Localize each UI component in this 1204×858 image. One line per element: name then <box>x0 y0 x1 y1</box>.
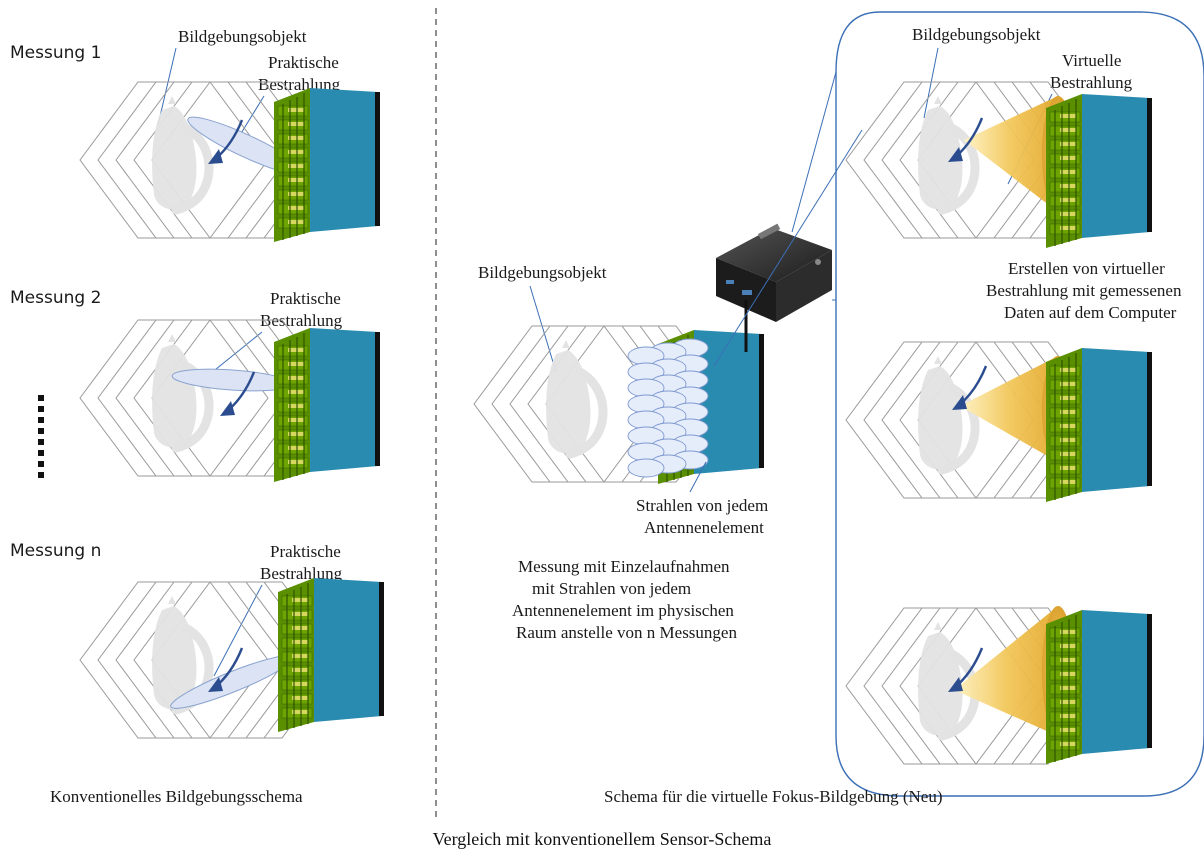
computer-to-box-line <box>713 129 863 367</box>
left-panel-caption: Konventionelles Bildgebungsschema <box>50 787 303 806</box>
virtual-irradiation-box <box>835 11 1204 797</box>
measurement-2-label: Messung 2 <box>10 288 101 308</box>
virtual-beam-cone <box>960 356 1058 462</box>
measurement-1-label: Messung 1 <box>10 43 101 63</box>
create-line-1: Erstellen von virtueller <box>1008 259 1165 278</box>
box-object-label: Bildgebungsobjekt <box>912 25 1041 44</box>
virtual-beam-cone <box>964 96 1058 212</box>
antenna-array <box>277 577 385 733</box>
virtual-label-line2: Bestrahlung <box>1050 73 1133 92</box>
antenna-array <box>273 87 381 243</box>
object-leader-line <box>923 47 939 119</box>
virtual-label-line1: Virtuelle <box>1062 51 1121 70</box>
desc-line-2: mit Strahlen von jedem <box>532 579 691 598</box>
create-line-3: Daten auf dem Computer <box>1004 303 1177 322</box>
element-beams <box>627 338 709 478</box>
irradiation-n-line1: Praktische <box>270 542 341 561</box>
ellipsis-dots <box>38 395 44 478</box>
irradiation-leader-line <box>213 584 263 677</box>
object-leader-line <box>529 285 557 373</box>
center-object-label: Bildgebungsobjekt <box>478 263 607 282</box>
antenna-array <box>1045 347 1153 503</box>
beams-leader-line <box>689 461 707 493</box>
antenna-array <box>1045 93 1153 249</box>
irradiation-2-line2: Bestrahlung <box>260 311 343 330</box>
right-panel-caption: Schema für die virtuelle Fokus-Bildgebun… <box>604 787 943 806</box>
desc-line-1: Messung mit Einzelaufnahmen <box>518 557 730 576</box>
measurement-n-label: Messung n <box>10 541 101 561</box>
desc-line-3: Antennenelement im physischen <box>512 601 734 620</box>
antenna-array <box>1045 609 1153 765</box>
desc-line-4: Raum anstelle von n Messungen <box>516 623 737 642</box>
beams-label-line2: Antennenelement <box>644 518 764 537</box>
irradiation-2-line1: Praktische <box>270 289 341 308</box>
virtual-beam-cone <box>954 606 1058 736</box>
antenna-array <box>273 327 381 483</box>
left-object-label: Bildgebungsobjekt <box>178 27 307 46</box>
create-line-2: Bestrahlung mit gemessenen <box>986 281 1182 300</box>
figure-caption: Vergleich mit konventionellem Sensor-Sch… <box>433 829 772 849</box>
computer-to-box-line <box>791 71 837 233</box>
beams-label-line1: Strahlen von jedem <box>636 496 768 515</box>
irradiation-n-line2: Bestrahlung <box>260 564 343 583</box>
mini-computer <box>716 223 832 352</box>
irradiation-1-line1: Praktische <box>268 53 339 72</box>
